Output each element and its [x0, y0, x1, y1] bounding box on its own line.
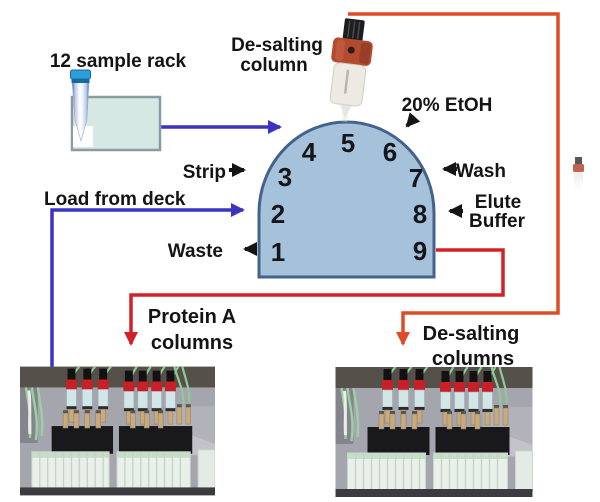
desalting-flow-path: [348, 12, 560, 346]
small-column-graphic: [573, 157, 584, 189]
valve-position-6: 6: [383, 137, 397, 167]
deck-photo-protein-a: [20, 366, 215, 496]
sample-tube: [70, 69, 91, 143]
etoh-arrow: [405, 112, 421, 128]
valve-position-5: 5: [341, 128, 355, 158]
wash-label: Wash: [456, 161, 506, 182]
protein-a-columns-label-line1: Protein A: [148, 306, 236, 328]
load-from-deck-arrow: [50, 203, 245, 368]
desalting-columns-label-line2: columns: [432, 348, 514, 370]
valve-position-8: 8: [413, 199, 427, 229]
waste-label: Waste: [168, 241, 223, 262]
valve-position-numbers: 1 2 3 4 5 6 7 8 9: [271, 128, 427, 267]
valve-position-3: 3: [278, 162, 292, 192]
desalting-column-graphic: [329, 18, 373, 123]
valve-position-2: 2: [271, 199, 285, 229]
valve-dome: [257, 120, 436, 279]
valve-position-1: 1: [271, 237, 285, 267]
elute-buffer-label-line1: Elute: [475, 192, 521, 213]
strip-label: Strip: [183, 162, 226, 183]
etoh-label: 20% EtOH: [402, 95, 493, 116]
desalting-column-label-line2: column: [240, 55, 308, 76]
elute-to-protein-a-path: [124, 248, 505, 346]
protein-a-columns-label-line2: columns: [151, 332, 233, 354]
deck-photo-desalting: [335, 367, 533, 497]
valve-position-4: 4: [302, 137, 317, 167]
sample-rack-label: 12 sample rack: [50, 51, 187, 72]
elute-buffer-label-line2: Buffer: [469, 211, 526, 232]
desalting-column-label-line1: De-salting: [231, 35, 323, 56]
valve-position-7: 7: [409, 163, 423, 193]
load-from-deck-label: Load from deck: [44, 189, 186, 210]
desalting-columns-label-line1: De-salting: [423, 323, 520, 345]
valve-position-9: 9: [413, 236, 427, 266]
